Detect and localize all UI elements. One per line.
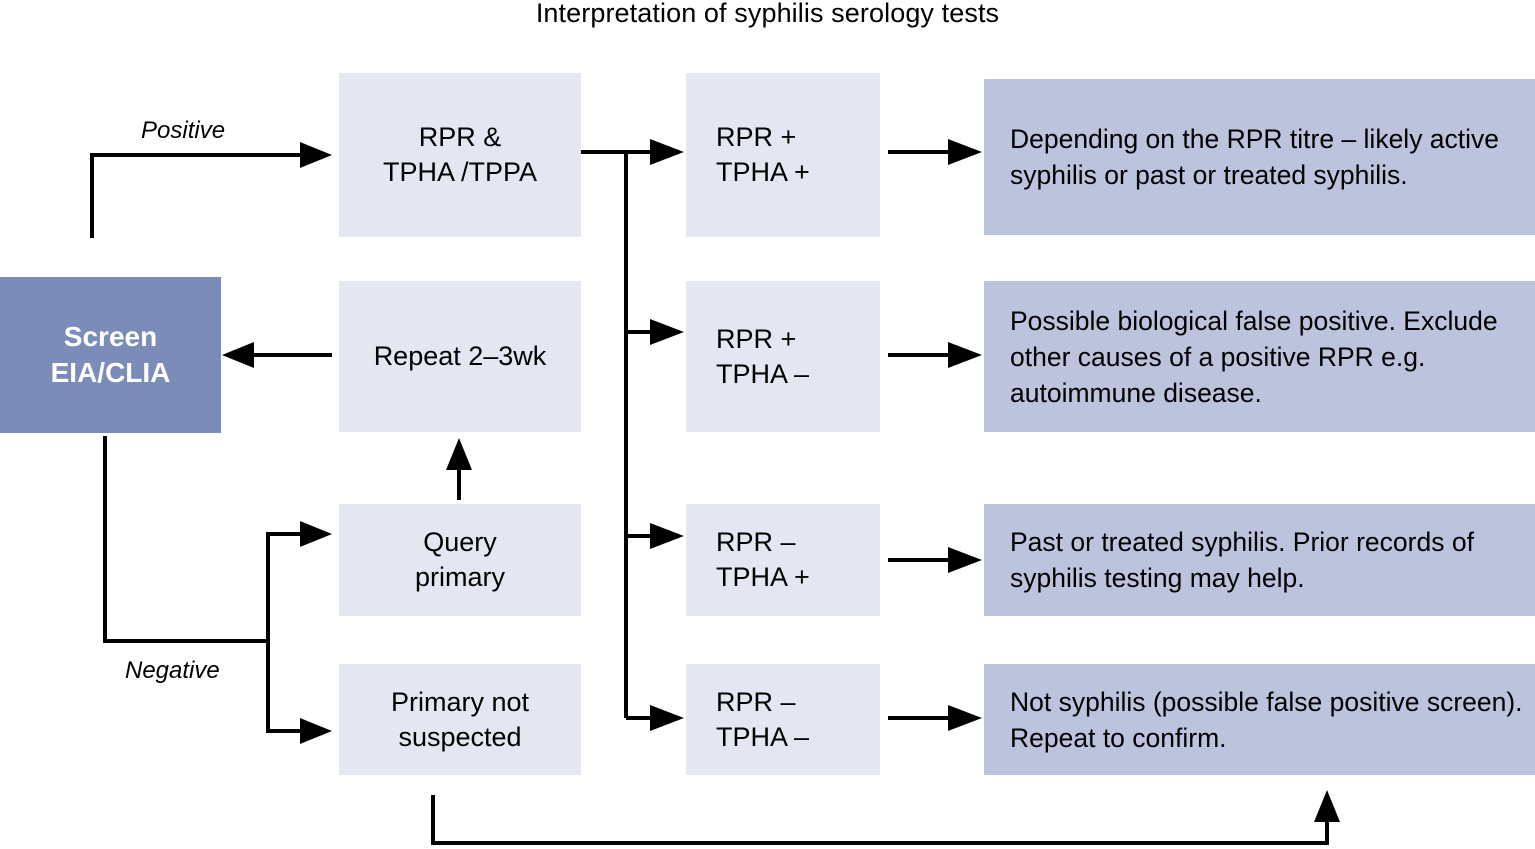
step-box-repeat[interactable]: Repeat 2–3wk — [339, 281, 581, 432]
step-primary-line1: Primary not — [390, 686, 530, 717]
edge-query-to-repeat — [446, 438, 472, 500]
edge-label-negative: Negative — [125, 657, 220, 684]
interpretation-3-text: Past or treated syphilis. Prior records … — [1010, 527, 1474, 593]
edge-negative — [103, 436, 332, 744]
interpretation-box-1[interactable]: Depending on the RPR titre – likely acti… — [984, 79, 1535, 235]
edge-rpr-split — [581, 139, 684, 731]
result-box-rpr-neg-tpha-neg[interactable]: RPR – TPHA – — [686, 664, 880, 775]
screen-label-line1: Screen — [63, 321, 158, 352]
interpretation-2-text: Possible biological false positive. Excl… — [1010, 305, 1498, 408]
result-3-line1: RPR – — [716, 527, 796, 557]
step-repeat-line1: Repeat 2–3wk — [373, 341, 547, 371]
result-4-line2: TPHA – — [716, 721, 810, 752]
edge-result-to-interp-3 — [888, 547, 982, 573]
step-box-query-primary[interactable]: Query primary — [339, 504, 581, 616]
edge-label-positive: Positive — [141, 117, 226, 144]
interpretation-box-4[interactable]: Not syphilis (possible false positive sc… — [984, 664, 1535, 775]
result-2-line2: TPHA – — [716, 358, 810, 389]
edge-feedback-loop — [431, 790, 1340, 845]
result-box-rpr-pos-tpha-neg[interactable]: RPR + TPHA – — [686, 281, 880, 432]
edge-result-to-interp-4 — [888, 705, 982, 731]
result-1-line2: TPHA + — [716, 157, 810, 187]
step-box-primary-not-suspected[interactable]: Primary not suspected — [339, 664, 581, 775]
step-rpr-line1: RPR & — [418, 122, 502, 152]
edge-result-to-interp-2 — [888, 342, 982, 368]
edge-repeat-to-screen — [222, 342, 332, 368]
step-query-line1: Query — [423, 527, 497, 557]
interpretation-box-3[interactable]: Past or treated syphilis. Prior records … — [984, 504, 1535, 616]
result-2-line1: RPR + — [716, 323, 797, 354]
edge-positive — [90, 142, 332, 238]
interpretation-1-text: Depending on the RPR titre – likely acti… — [1010, 124, 1500, 190]
step-rpr-line2: TPHA /TPPA — [382, 157, 538, 187]
result-box-rpr-pos-tpha-pos[interactable]: RPR + TPHA + — [686, 73, 880, 237]
interpretation-box-2[interactable]: Possible biological false positive. Excl… — [984, 281, 1535, 432]
result-3-line2: TPHA + — [716, 562, 810, 592]
result-4-line1: RPR – — [716, 686, 796, 717]
screen-label-line2: EIA/CLIA — [50, 357, 171, 388]
screen-box-label: Screen EIA/CLIA — [0, 319, 221, 391]
interpretation-4-text: Not syphilis (possible false positive sc… — [1010, 686, 1523, 753]
page-title: Interpretation of syphilis serology test… — [535, 0, 1000, 28]
step-primary-line2: suspected — [398, 721, 522, 752]
result-box-rpr-neg-tpha-pos[interactable]: RPR – TPHA + — [686, 504, 880, 616]
screen-eia-clia-box[interactable]: Screen EIA/CLIA — [0, 277, 221, 433]
step-box-rpr-tpha-tppa[interactable]: RPR & TPHA /TPPA — [339, 73, 581, 237]
step-query-line2: primary — [414, 562, 505, 592]
edge-result-to-interp-1 — [888, 139, 982, 165]
result-1-line1: RPR + — [716, 122, 797, 152]
